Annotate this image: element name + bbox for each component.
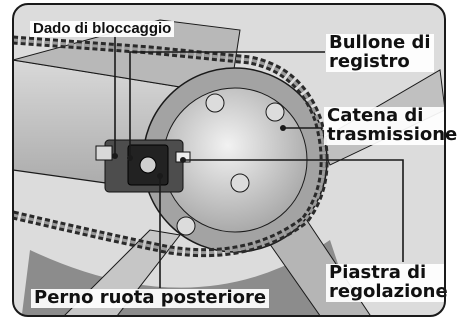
label-adjuster-plate-line2: regolazione: [329, 280, 448, 302]
label-adjuster-bolt: Bullone di registro: [326, 32, 434, 72]
lock-nut: [95, 145, 113, 161]
adjuster-plate-leader: [183, 159, 404, 262]
leader-dots: [112, 125, 286, 179]
drive-chain-highlight: [13, 38, 326, 255]
label-adjuster-bolt-line2: registro: [329, 50, 410, 72]
label-adjuster-plate-line1: Piastra di: [329, 262, 427, 283]
adjuster-bolt-leader: [129, 51, 325, 158]
axle-end: [139, 156, 157, 174]
label-rear-axle: Perno ruota posteriore: [31, 288, 270, 308]
label-drive-chain-line1: Catena di: [327, 105, 424, 126]
label-adjuster-plate: Piastra di regolazione: [326, 262, 451, 302]
label-drive-chain-line2: trasmissione: [327, 123, 458, 145]
label-drive-chain: Catena di trasmissione: [324, 105, 460, 145]
leader-lines: [114, 35, 404, 288]
label-lock-nut: Dado di bloccaggio: [30, 21, 175, 37]
label-adjuster-bolt-line1: Bullone di: [329, 32, 431, 53]
